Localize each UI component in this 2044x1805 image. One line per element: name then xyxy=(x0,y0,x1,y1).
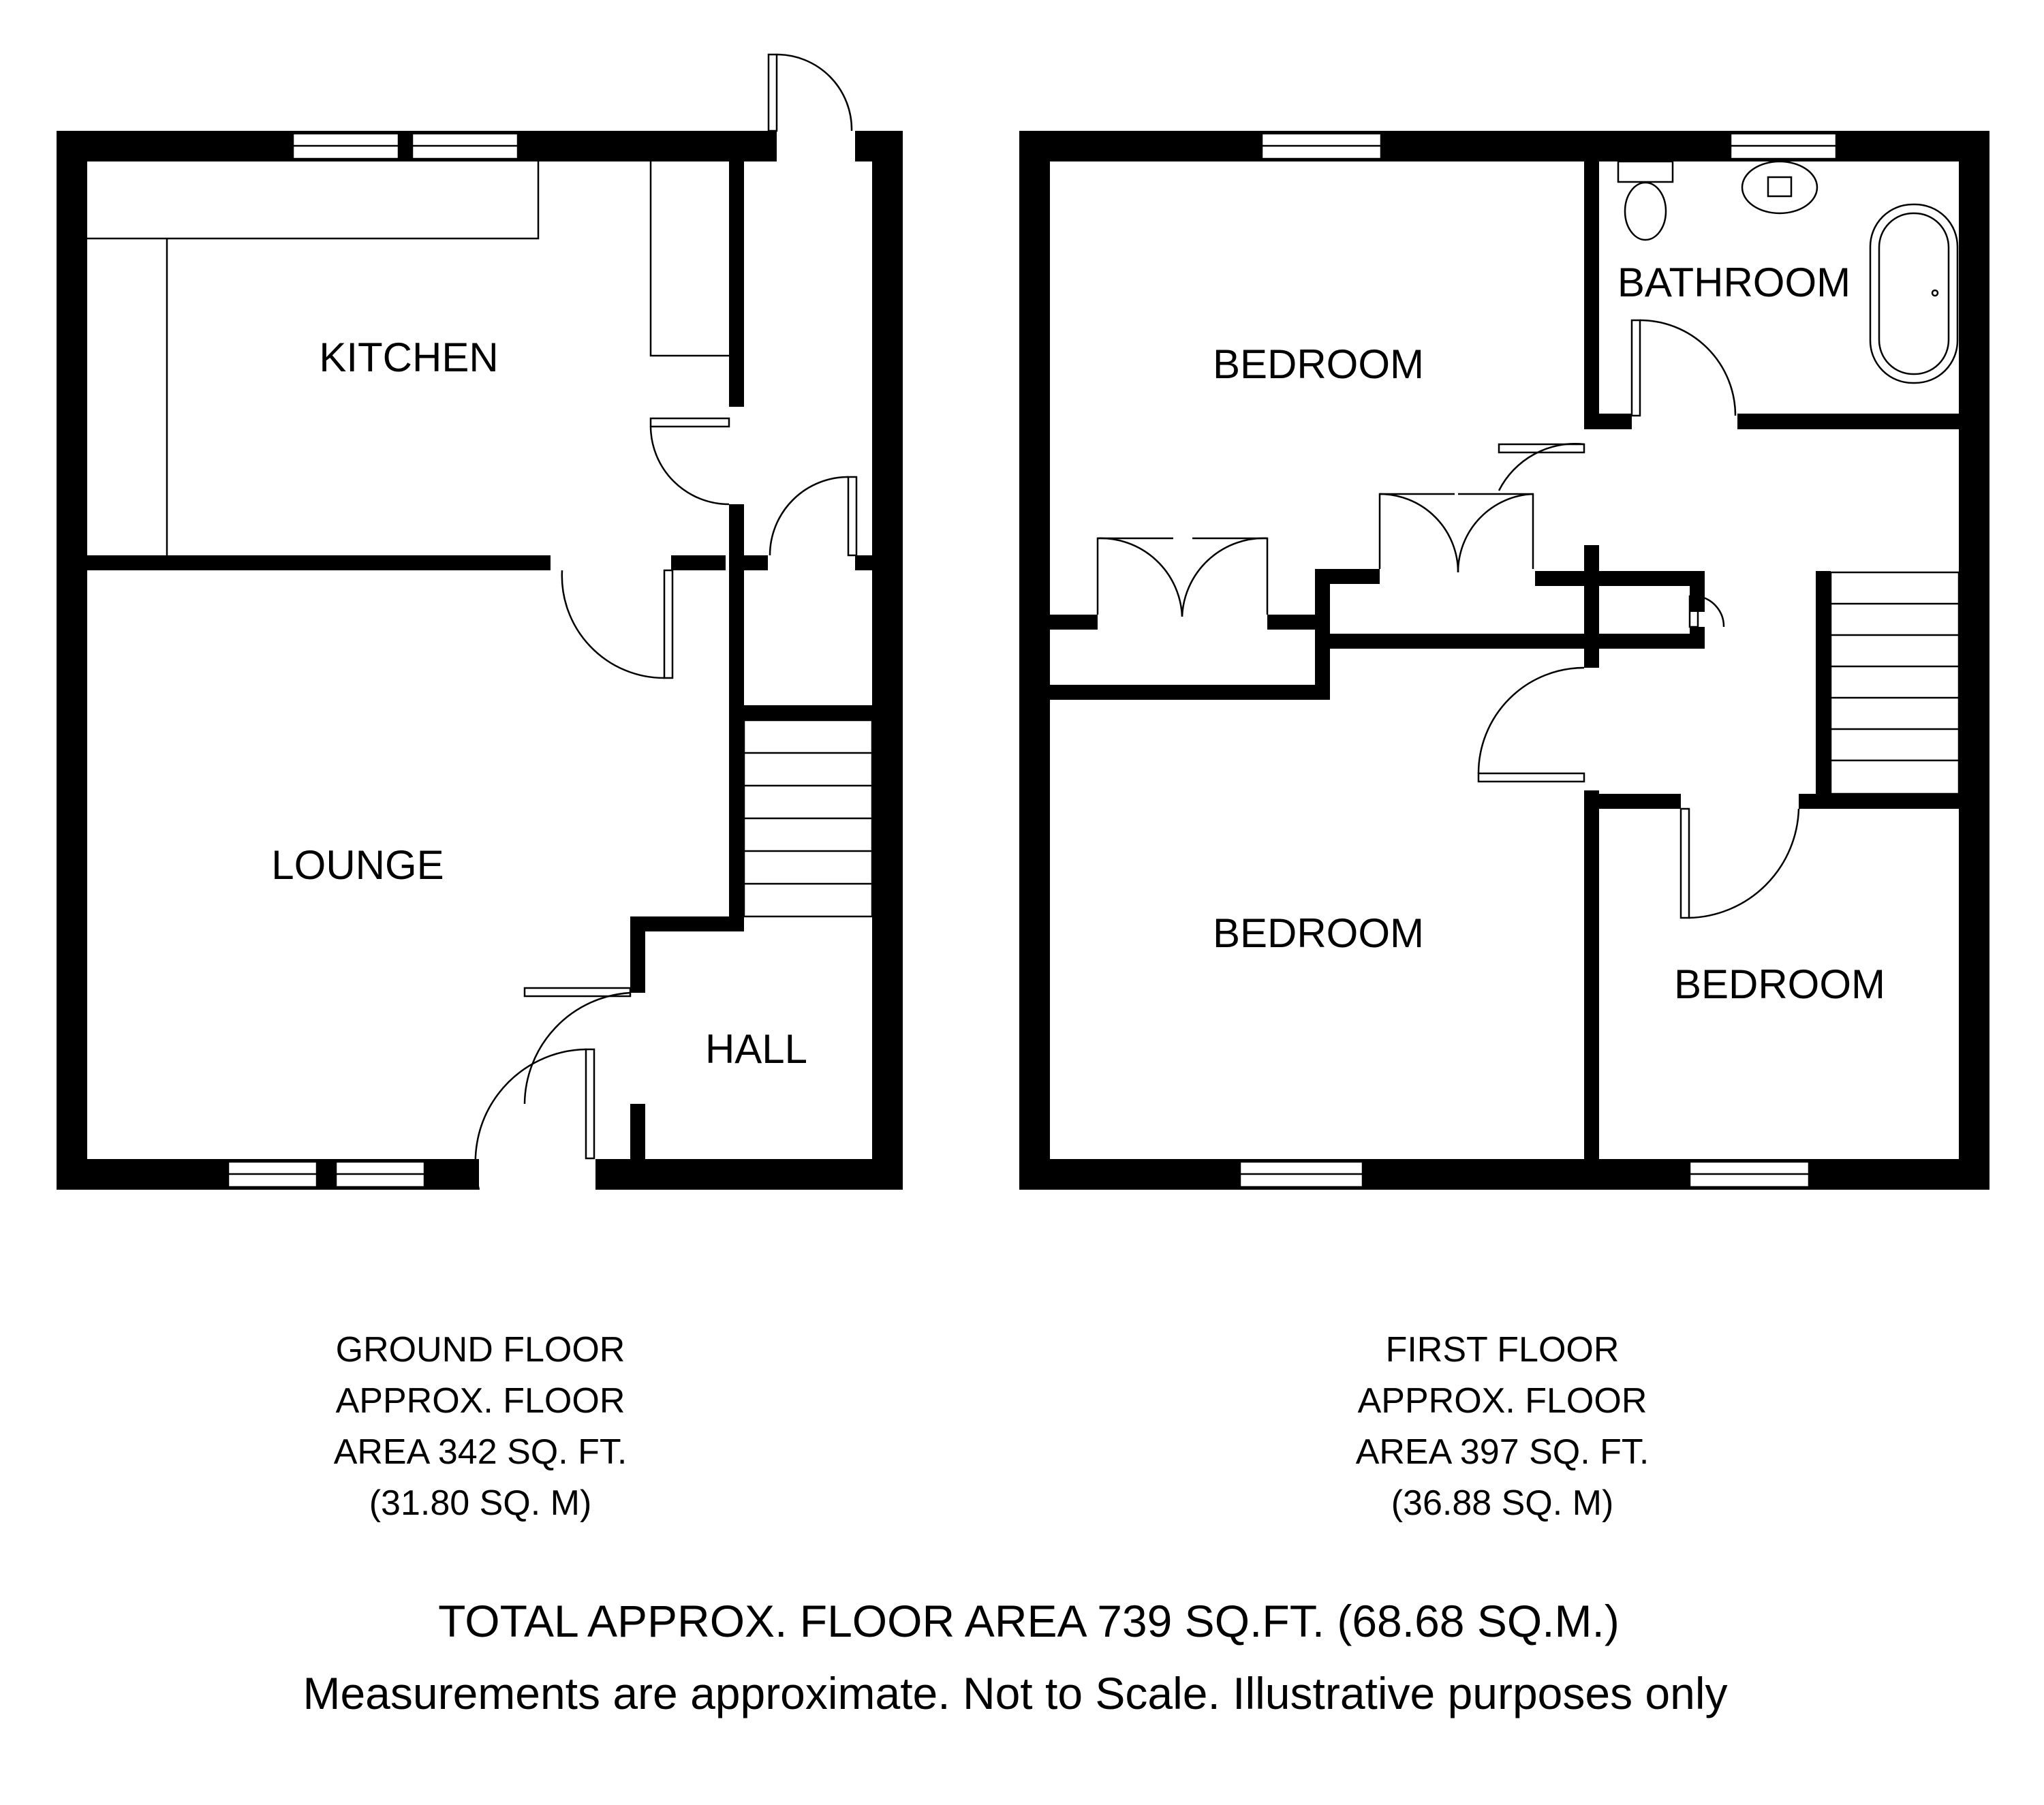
kitchen-label: KITCHEN xyxy=(319,335,498,380)
first-floor-outer-walls xyxy=(1019,131,1989,1190)
ground-floor-interior-walls xyxy=(87,161,876,1159)
bathroom-fixtures xyxy=(1617,160,1959,384)
disclaimer: Measurements are approximate. Not to Sca… xyxy=(303,1668,1728,1718)
ground-floor-doors xyxy=(474,53,858,1190)
first-floor-caption-line: AREA 397 SQ. FT. xyxy=(1356,1432,1650,1472)
bathroom-label: BATHROOM xyxy=(1617,260,1851,305)
kitchen-counters xyxy=(87,161,729,555)
first-floor-stairs xyxy=(1829,571,1960,795)
first-floor-plan: BEDROOM BATHROOM BEDROOM BEDROOM xyxy=(1019,131,1989,1190)
ground-floor-caption-line: APPROX. FLOOR xyxy=(336,1381,625,1421)
wardrobes xyxy=(1096,493,1534,617)
first-floor-caption: FIRST FLOOR APPROX. FLOOR AREA 397 SQ. F… xyxy=(1356,1330,1650,1523)
first-floor-caption-line: (36.88 SQ. M) xyxy=(1391,1483,1614,1523)
first-floor-caption-line: APPROX. FLOOR xyxy=(1358,1381,1647,1421)
ground-floor-windows xyxy=(227,132,519,1188)
ground-floor-stairs xyxy=(743,719,873,918)
bedroom-label: BEDROOM xyxy=(1674,961,1885,1007)
first-floor-windows xyxy=(1239,132,1838,1188)
first-floor-caption-line: FIRST FLOOR xyxy=(1386,1330,1620,1370)
ground-floor-plan: KITCHEN LOUNGE HALL xyxy=(57,53,903,1190)
total-floor-area: TOTAL APPROX. FLOOR AREA 739 SQ.FT. (68.… xyxy=(438,1596,1620,1646)
ground-floor-caption-line: AREA 342 SQ. FT. xyxy=(334,1432,628,1472)
bedroom-label: BEDROOM xyxy=(1213,341,1424,387)
ground-floor-caption-line: GROUND FLOOR xyxy=(336,1330,625,1370)
hall-label: HALL xyxy=(705,1026,807,1072)
bedroom-label: BEDROOM xyxy=(1213,910,1424,956)
lounge-label: LOUNGE xyxy=(271,842,444,888)
ground-floor-caption-line: (31.80 SQ. M) xyxy=(369,1483,592,1523)
ground-floor-caption: GROUND FLOOR APPROX. FLOOR AREA 342 SQ. … xyxy=(334,1330,628,1523)
first-floor-doors xyxy=(1477,319,1800,919)
first-floor-interior-walls xyxy=(1050,161,1959,1159)
